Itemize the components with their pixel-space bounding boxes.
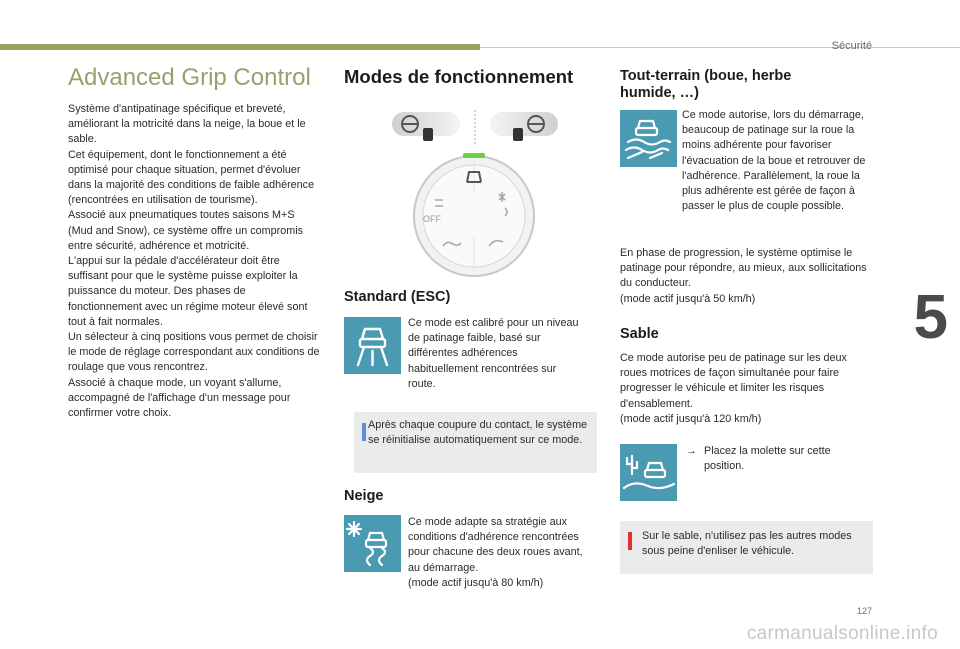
intro-paragraph: Associé aux pneumatiques toutes saisons … — [68, 209, 304, 252]
tout-terrain-description: Ce mode autorise, lors du démarrage, bea… — [682, 109, 866, 213]
sable-bullet-text: Placez la molette sur cette position. — [704, 445, 831, 473]
tout-terrain-heading-line1: Tout-terrain (boue, herbe — [620, 68, 792, 84]
sable-instruction: → Placez la molette sur cette position. — [686, 444, 856, 474]
neige-mode-limit: (mode actif jusqu'à 80 km/h) — [408, 576, 544, 589]
tout-terrain-progression: En phase de progression, le système opti… — [620, 246, 874, 307]
page-number: 127 — [856, 606, 872, 616]
header-rule — [480, 47, 960, 48]
section-title: Sécurité — [831, 40, 872, 52]
sable-warning-text: Sur le sable, n'utilisez pas les autres … — [642, 530, 852, 558]
tout-terrain-mode-limit: (mode actif jusqu'à 50 km/h) — [620, 292, 756, 305]
sable-heading: Sable — [620, 326, 659, 342]
intro-paragraph: Cet équipement, dont le fonctionnement a… — [68, 148, 315, 207]
warning-icon — [628, 532, 632, 550]
standard-mode-icon — [344, 317, 401, 374]
neige-text: Ce mode adapte sa stratégie aux conditio… — [408, 516, 583, 574]
neige-description: Ce mode adapte sa stratégie aux conditio… — [408, 515, 594, 591]
snow-mode-icon — [344, 515, 401, 572]
sable-mode-limit: (mode actif jusqu'à 120 km/h) — [620, 412, 762, 425]
sable-text: Ce mode autorise peu de patinage sur les… — [620, 352, 847, 410]
bullet-arrow-icon: → — [686, 445, 697, 457]
sand-mode-icon — [620, 444, 677, 501]
intro-paragraph: L'appui sur la pédale d'accélérateur doi… — [68, 255, 308, 328]
intro-paragraph: Système d'antipatinage spécifique et bre… — [68, 103, 306, 146]
tout-terrain-heading-line2: humide, …) — [620, 85, 699, 101]
standard-heading: Standard (ESC) — [344, 289, 451, 305]
tout-terrain-heading: Tout-terrain (boue, herbe humide, …) — [620, 68, 791, 102]
header-accent-bar — [0, 44, 480, 50]
watermark: carmanualsonline.info — [746, 623, 938, 644]
standard-info-text: Après chaque coupure du contact, le syst… — [368, 419, 588, 447]
intro-paragraph: Associé à chaque mode, un voyant s'allum… — [68, 376, 291, 420]
sable-description: Ce mode autorise peu de patinage sur les… — [620, 351, 876, 427]
sable-warning-box: Sur le sable, n'utilisez pas les autres … — [620, 521, 873, 574]
mode-selector-dial: OFF — [413, 153, 535, 277]
intro-column: Advanced Grip Control Système d'antipati… — [68, 64, 320, 421]
mud-mode-icon — [620, 110, 677, 167]
info-icon — [362, 423, 366, 441]
standard-info-box: Après chaque coupure du contact, le syst… — [354, 412, 597, 473]
tout-terrain-progression-text: En phase de progression, le système opti… — [620, 247, 867, 290]
modes-heading: Modes de fonctionnement — [344, 66, 574, 87]
mode-indicator-lamps-icon — [392, 110, 558, 144]
dial-off-label: OFF — [423, 214, 441, 224]
chapter-number: 5 — [913, 283, 948, 352]
intro-paragraph: Un sélecteur à cinq positions vous perme… — [68, 331, 320, 374]
standard-description: Ce mode est calibré pour un niveau de pa… — [408, 317, 579, 390]
page-title: Advanced Grip Control — [68, 64, 311, 91]
neige-heading: Neige — [344, 488, 384, 504]
